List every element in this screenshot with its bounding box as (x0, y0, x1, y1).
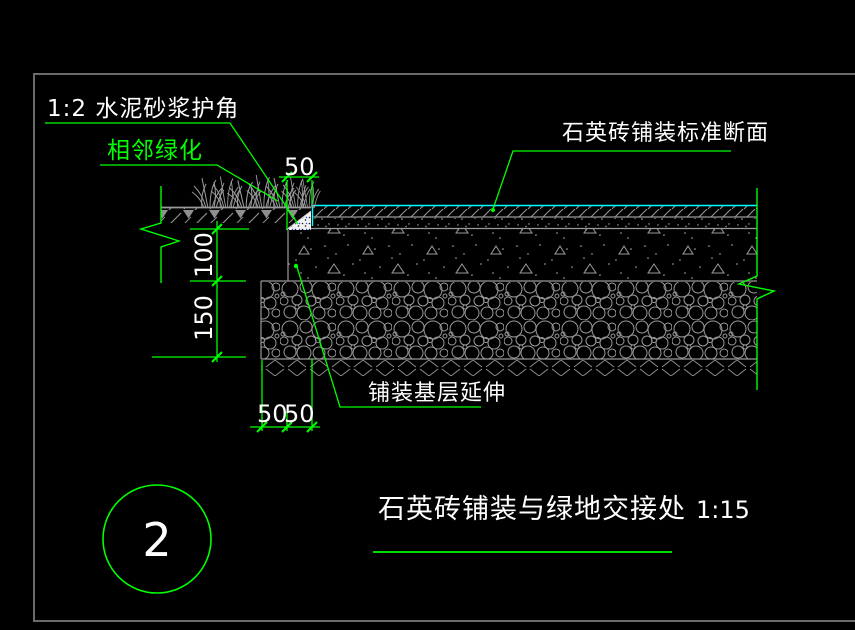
leader-base-extension (296, 266, 481, 408)
mortar-bed-layer (313, 218, 757, 228)
dimension-ticks (211, 171, 318, 433)
leader-lines (45, 122, 731, 408)
drawing-title: 石英砖铺装与绿地交接处 (378, 494, 686, 525)
detail-marker: 2 (102, 484, 212, 594)
dimensions (152, 171, 320, 433)
dim-text-base-step-2: 50 (284, 400, 315, 428)
leader-mortar-corner (45, 122, 299, 225)
label-adjacent-green: 相邻绿化 (107, 138, 203, 164)
topsoil-band (161, 208, 311, 223)
green-area (161, 174, 321, 223)
dim-text-concrete-thickness: 100 (190, 232, 218, 278)
mortar-corner (285, 210, 312, 231)
break-line-right (736, 188, 777, 390)
quartz-brick-layer (313, 206, 757, 217)
mortar-corner-slope-line (285, 210, 312, 231)
dim-text-base-step-1: 50 (257, 400, 288, 428)
leader-adjacent-green (100, 164, 279, 202)
concrete-layer (288, 229, 757, 281)
break-lines (138, 186, 777, 390)
leader-dot-base (293, 263, 299, 269)
gravel-base-layer (261, 282, 757, 359)
title-block: 石英砖铺装与绿地交接处 1:15 (373, 494, 750, 553)
label-base-extension: 铺装基层延伸 (368, 381, 506, 406)
sheet-frame (33, 73, 855, 622)
leader-standard-section (492, 150, 731, 210)
detail-marker-circle (102, 484, 212, 594)
label-mortar-corner: 1:2 水泥砂浆护角 (47, 96, 239, 122)
pavement-layers (260, 204, 757, 376)
detail-number: 2 (142, 513, 171, 567)
compacted-soil-layer (261, 360, 757, 376)
break-line-left (138, 186, 182, 283)
label-standard-section: 石英砖铺装标准断面 (562, 121, 769, 146)
layer-boundary-lines (260, 216, 757, 360)
dim-text-edge-width: 50 (284, 153, 315, 181)
drawing-scale: 1:15 (696, 496, 750, 524)
leader-dot-section (491, 208, 495, 212)
dim-text-gravel-thickness: 150 (190, 295, 218, 341)
